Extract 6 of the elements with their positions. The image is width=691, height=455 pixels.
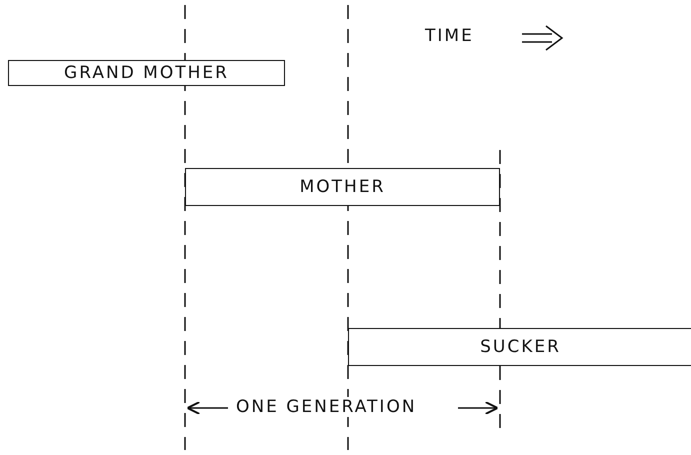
bar-label: MOTHER <box>300 177 386 197</box>
bar-label: SUCKER <box>480 337 561 357</box>
bar <box>348 328 691 366</box>
bar <box>185 168 500 206</box>
bar <box>8 60 285 86</box>
bar-label: GRAND MOTHER <box>64 63 229 83</box>
